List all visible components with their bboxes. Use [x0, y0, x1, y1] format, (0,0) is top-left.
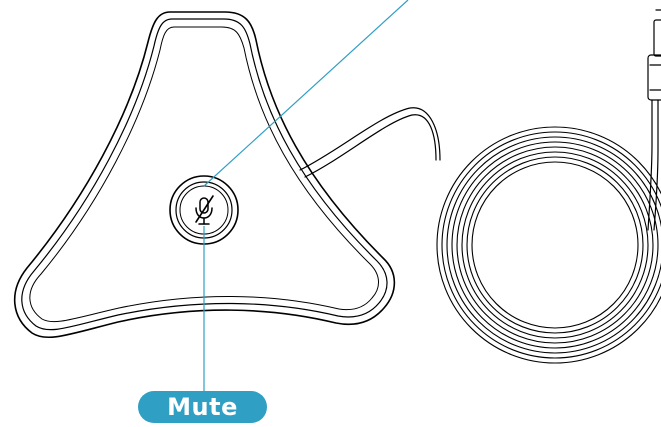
device-cable — [299, 107, 441, 178]
device-body-outer — [13, 11, 396, 339]
device-body-inner — [21, 18, 388, 331]
device-body-inner-2 — [29, 26, 379, 323]
mute-callout-label: Mute — [138, 391, 267, 423]
cable-lead — [647, 99, 659, 231]
coiled-cable — [436, 126, 661, 364]
leader-line-top — [203, 0, 409, 187]
microphone-muted-icon — [195, 195, 214, 225]
usb-connector — [647, 9, 661, 101]
